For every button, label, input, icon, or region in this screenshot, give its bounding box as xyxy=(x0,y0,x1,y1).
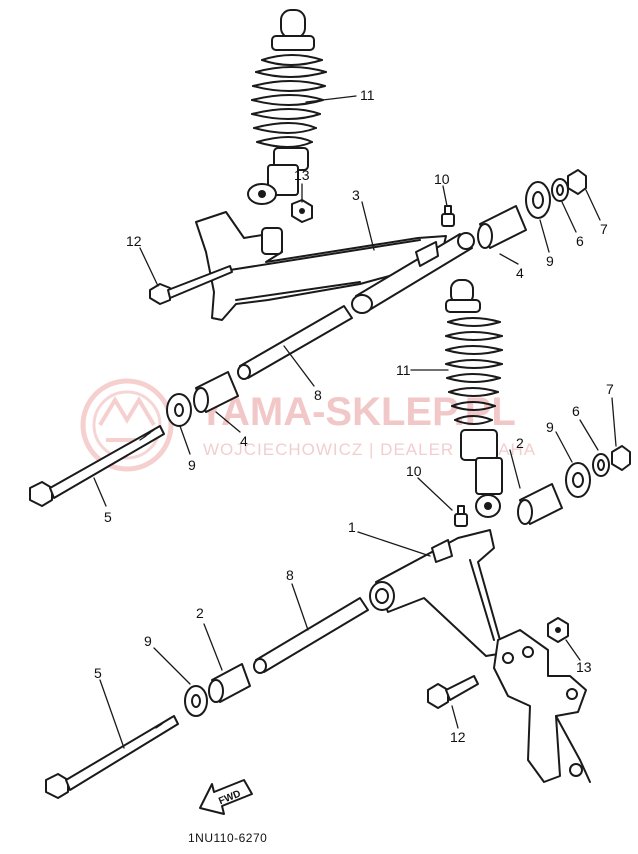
watermark-subtitle: WOJCIECHOWICZ | DEALER YAMAHA xyxy=(203,440,536,459)
callout-12-upper: 12 xyxy=(126,233,142,249)
lower-long-bolt xyxy=(45,715,179,799)
callout-10-lower: 10 xyxy=(406,463,422,479)
upper-shock-absorber xyxy=(247,9,327,205)
callout-2-lower-right: 2 xyxy=(516,435,524,451)
upper-bolt xyxy=(149,265,233,305)
callout-2-lower-left: 2 xyxy=(196,605,204,621)
callout-13-lower: 13 xyxy=(576,659,592,675)
callout-5-upper: 5 xyxy=(104,509,112,525)
callout-10-upper: 10 xyxy=(434,171,450,187)
callout-9-lower-left: 9 xyxy=(144,633,152,649)
callout-12-lower: 12 xyxy=(450,729,466,745)
upper-right-bushing-stack xyxy=(477,169,587,249)
lower-bolt xyxy=(427,675,479,709)
upper-left-bushing-stack xyxy=(166,371,239,427)
lower-shock-absorber xyxy=(445,279,503,518)
upper-long-bolt xyxy=(29,425,165,507)
callout-9-lower-right: 9 xyxy=(546,419,554,435)
callout-4-upper-right: 4 xyxy=(516,265,524,281)
callout-4-upper-left: 4 xyxy=(240,433,248,449)
lower-nut xyxy=(547,617,569,643)
upper-pivot-pin xyxy=(237,305,353,380)
callout-8-lower: 8 xyxy=(286,567,294,583)
fwd-direction-arrow: FWD xyxy=(199,779,253,815)
watermark-brand: YAMA-SKLEP.PL xyxy=(198,390,516,434)
callout-8-upper: 8 xyxy=(314,387,322,403)
callout-11-lower: 11 xyxy=(396,362,411,378)
callout-1: 1 xyxy=(348,519,356,535)
callout-6-lower: 6 xyxy=(572,403,580,419)
callout-9-upper-left: 9 xyxy=(188,457,196,473)
callout-7-upper: 7 xyxy=(600,221,608,237)
callout-7-lower: 7 xyxy=(606,381,614,397)
watermark: YAMA-SKLEP.PL WOJCIECHOWICZ | DEALER YAM… xyxy=(80,378,536,472)
callout-6-upper: 6 xyxy=(576,233,584,249)
callout-13-upper: 13 xyxy=(294,167,310,183)
leader-lines xyxy=(93,95,617,749)
callout-11-upper: 11 xyxy=(360,87,375,103)
lower-swing-arm xyxy=(369,529,591,783)
callout-3: 3 xyxy=(352,187,360,203)
lower-grease-nipple xyxy=(454,505,468,527)
upper-nut xyxy=(291,199,313,223)
upper-grease-nipple xyxy=(441,205,455,227)
lower-pivot-pin xyxy=(253,597,369,674)
callout-9-upper-right: 9 xyxy=(546,253,554,269)
diagram-code: 1NU110-6270 xyxy=(188,831,267,845)
upper-swing-arm xyxy=(195,211,475,321)
lower-left-bushing-stack xyxy=(184,663,251,717)
callout-labels: 11 13 10 3 12 4 9 6 7 8 11 4 9 5 2 7 6 9… xyxy=(94,87,614,745)
callout-5-lower: 5 xyxy=(94,665,102,681)
lower-right-bushing-stack xyxy=(517,445,631,525)
